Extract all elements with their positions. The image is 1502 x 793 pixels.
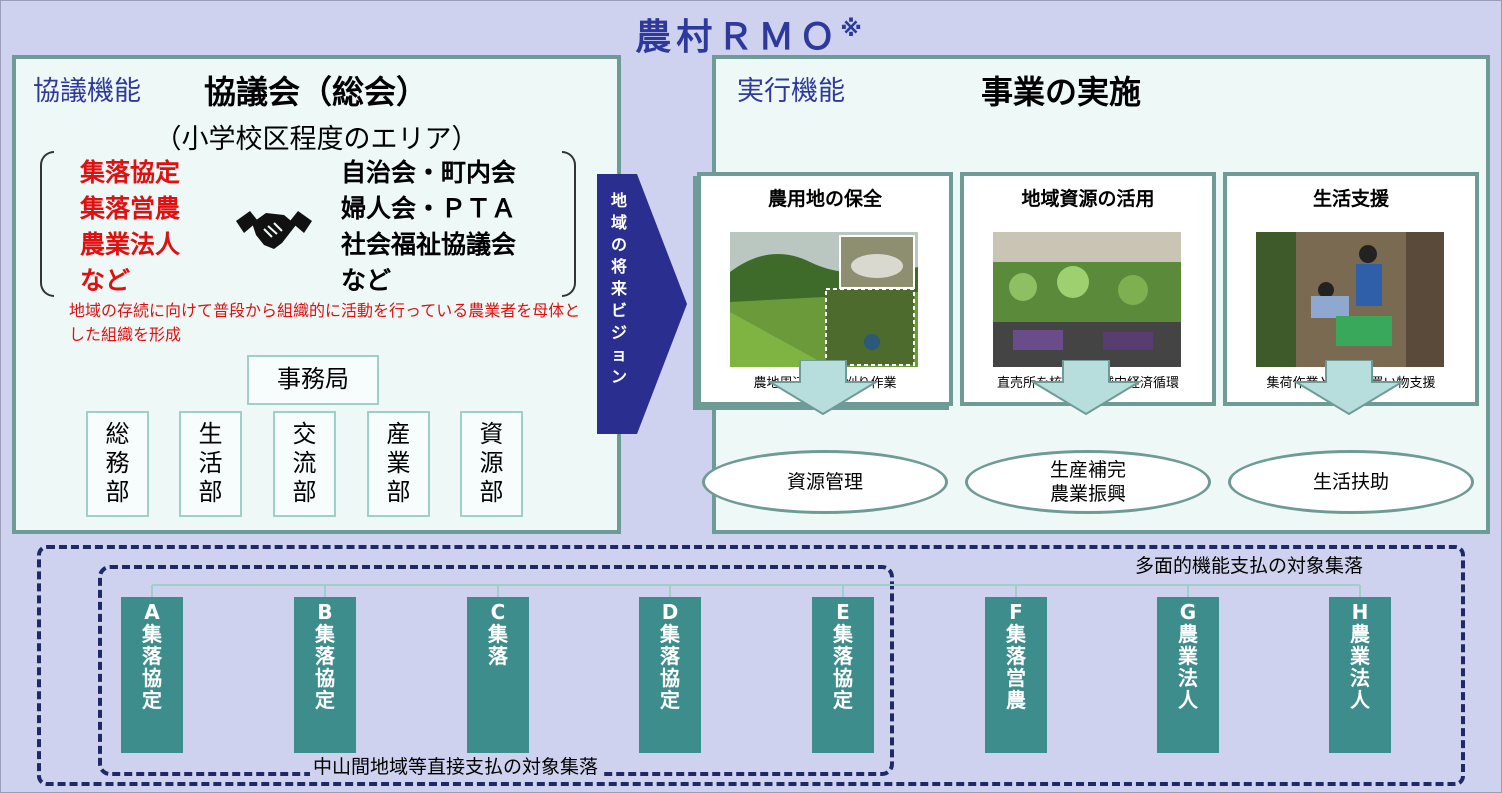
vision-arrow-label: 地域の将来ビジョン: [610, 191, 627, 386]
list-item: 集落営農: [80, 194, 181, 223]
right-brace: [562, 151, 576, 297]
department-box: 交流部: [273, 411, 336, 517]
list-item: 社会福祉協議会: [341, 230, 517, 259]
list-item: 農業法人: [80, 230, 181, 259]
activity-title: 生活支援: [1312, 188, 1389, 210]
deliberation-kind-label: 協議機能: [33, 76, 141, 107]
outcome-ellipse: 生活扶助: [1228, 450, 1474, 514]
hilly-area-payment-label: 中山間地域等直接支払の対象集落: [310, 752, 602, 779]
handshake-icon: [236, 211, 312, 249]
deliberation-panel: 協議機能 協議会（総会） （小学校区程度のエリア） 集落協定 集落営農 農業法人…: [12, 55, 621, 534]
multifunction-payment-label: 多面的機能支払の対象集落: [1132, 551, 1367, 578]
direct-sales-photo: [993, 232, 1181, 367]
down-arrow: [1031, 360, 1141, 416]
list-item: 集落協定: [80, 158, 181, 187]
grass-cutting-photo: [730, 232, 918, 367]
farmer-organizations-list: 集落協定 集落営農 農業法人 など: [80, 155, 180, 299]
diagram-title: 農村ＲＭＯ※: [635, 17, 867, 58]
shopping-support-photo: [1256, 232, 1444, 367]
down-arrow: [1294, 360, 1404, 416]
left-brace: [40, 151, 54, 297]
vision-arrow: [597, 174, 687, 434]
list-item: 婦人会・ＰＴＡ: [341, 194, 517, 223]
secretariat-box: 事務局: [247, 355, 379, 405]
list-item: 自治会・町内会: [341, 158, 517, 187]
execution-kind-label: 実行機能: [737, 76, 845, 107]
department-box: 産業部: [367, 411, 430, 517]
activity-title: 地域資源の活用: [1021, 188, 1155, 210]
organization-note: 地域の存続に向けて普段から組織的に活動を行っている農業者を母体とした組織を形成: [69, 301, 581, 344]
area-label: （小学校区程度のエリア）: [154, 124, 479, 155]
list-item: など: [341, 266, 392, 295]
down-arrow: [768, 360, 878, 416]
list-item: など: [80, 266, 131, 295]
multifunction-payment-area: [37, 545, 1465, 786]
department-box: 総務部: [86, 411, 149, 517]
outcome-ellipse: 資源管理: [702, 450, 948, 514]
outcome-ellipse: 生産補完 農業振興: [965, 450, 1211, 514]
execution-heading: 事業の実施: [981, 73, 1142, 111]
department-box: 生活部: [179, 411, 242, 517]
activity-title: 農用地の保全: [767, 188, 882, 210]
department-box: 資源部: [460, 411, 523, 517]
deliberation-heading: 協議会（総会）: [204, 73, 429, 111]
community-organizations-list: 自治会・町内会 婦人会・ＰＴＡ 社会福祉協議会 など: [341, 155, 516, 299]
